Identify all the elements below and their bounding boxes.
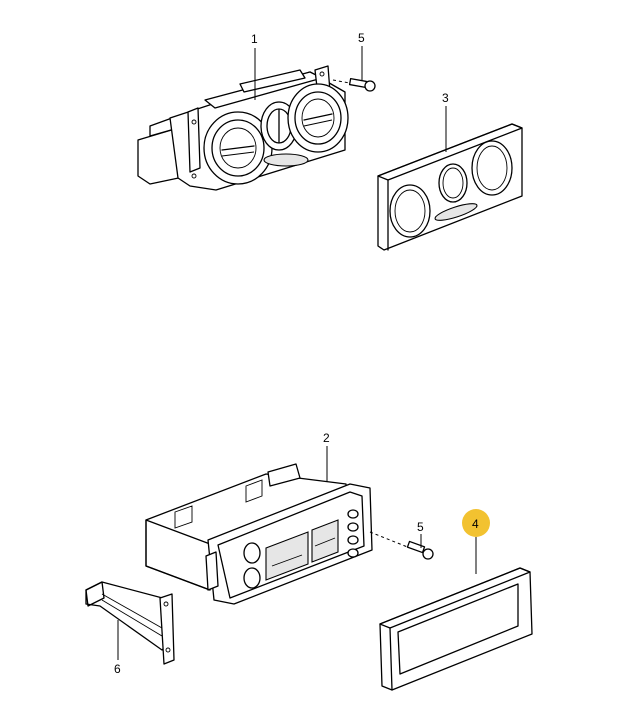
svg-text:4: 4 xyxy=(472,517,479,531)
highlight-badge[interactable] xyxy=(462,509,490,537)
svg-text:1: 1 xyxy=(251,32,258,46)
part-5-screw-bottom[interactable] xyxy=(369,531,434,560)
svg-text:3: 3 xyxy=(442,91,449,105)
svg-text:5: 5 xyxy=(358,31,365,45)
svg-text:5: 5 xyxy=(417,520,424,534)
svg-text:6: 6 xyxy=(114,662,121,676)
svg-text:2: 2 xyxy=(323,431,330,445)
part-4-trim-frame[interactable] xyxy=(379,567,533,691)
part-5-screw-top[interactable] xyxy=(332,78,376,92)
callout-5-bottom: 5 xyxy=(417,520,424,548)
callout-3: 3 xyxy=(442,91,449,152)
part-3-face-bezel[interactable] xyxy=(377,123,523,251)
callout-5-top: 5 xyxy=(358,31,365,80)
callout-2: 2 xyxy=(323,431,330,482)
part-2-climate-control-unit[interactable] xyxy=(145,463,373,605)
part-1-control-assembly[interactable] xyxy=(137,65,349,191)
callout-4-highlighted[interactable]: 4 xyxy=(462,509,490,574)
callout-6: 6 xyxy=(114,620,121,676)
part-6-mounting-bracket[interactable] xyxy=(85,581,175,665)
callout-1: 1 xyxy=(251,32,258,100)
